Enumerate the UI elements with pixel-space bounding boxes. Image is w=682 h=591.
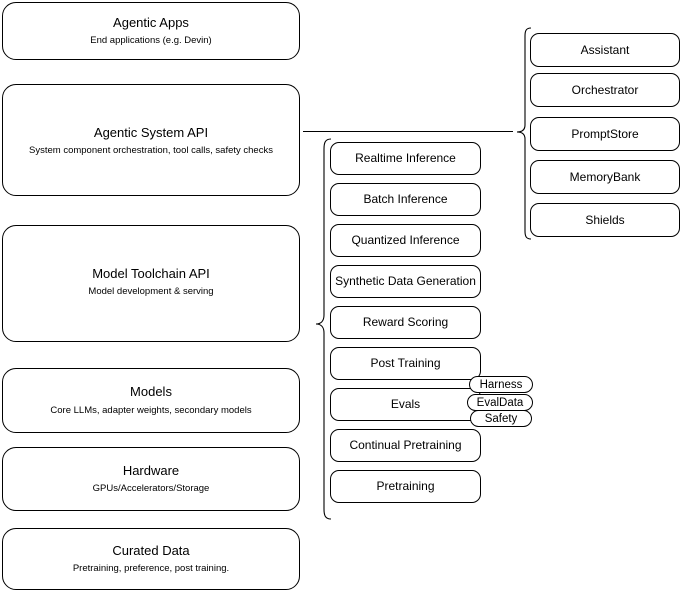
capability-label: Evals — [390, 397, 421, 411]
layer-subtitle: GPUs/Accelerators/Storage — [92, 483, 210, 495]
connector-system-api-to-components — [303, 131, 513, 132]
layer-title: Curated Data — [112, 542, 190, 558]
capability-label: Realtime Inference — [355, 151, 456, 165]
evals-tag-label: Safety — [484, 412, 518, 425]
capability-reward-scoring[interactable]: Reward Scoring — [330, 306, 481, 339]
layer-subtitle: Pretraining, preference, post training. — [72, 563, 230, 575]
evals-tag-harness[interactable]: Harness — [469, 376, 533, 393]
layer-subtitle: Model development & serving — [88, 286, 214, 298]
component-label: Assistant — [580, 42, 630, 57]
evals-tag-label: Harness — [479, 378, 523, 391]
layer-model-toolchain-api[interactable]: Model Toolchain API Model development & … — [2, 225, 300, 342]
component-label: Orchestrator — [571, 82, 639, 97]
component-shields[interactable]: Shields — [530, 203, 680, 237]
layer-curated-data[interactable]: Curated Data Pretraining, preference, po… — [2, 528, 300, 590]
evals-tag-label: EvalData — [476, 396, 524, 409]
layer-subtitle: Core LLMs, adapter weights, secondary mo… — [50, 404, 252, 416]
layer-subtitle: End applications (e.g. Devin) — [90, 35, 212, 47]
brace-system-components — [516, 27, 532, 240]
capability-label: Synthetic Data Generation — [335, 274, 476, 288]
capability-evals[interactable]: Evals — [330, 388, 481, 421]
capability-quantized-inference[interactable]: Quantized Inference — [330, 224, 481, 257]
component-memorybank[interactable]: MemoryBank — [530, 160, 680, 194]
layer-subtitle: System component orchestration, tool cal… — [29, 145, 273, 157]
component-label: MemoryBank — [569, 169, 641, 184]
layer-title: Agentic Apps — [113, 14, 189, 30]
evals-tag-evaldata[interactable]: EvalData — [467, 394, 533, 411]
capability-label: Quantized Inference — [351, 233, 460, 247]
capability-synthetic-data-generation[interactable]: Synthetic Data Generation — [330, 265, 481, 298]
layer-title: Model Toolchain API — [92, 266, 210, 281]
layer-hardware[interactable]: Hardware GPUs/Accelerators/Storage — [2, 447, 300, 511]
component-assistant[interactable]: Assistant — [530, 33, 680, 67]
capability-post-training[interactable]: Post Training — [330, 347, 481, 380]
capability-realtime-inference[interactable]: Realtime Inference — [330, 142, 481, 175]
layer-title: Agentic System API — [93, 125, 209, 140]
component-label: Shields — [585, 212, 625, 227]
capability-batch-inference[interactable]: Batch Inference — [330, 183, 481, 216]
layer-agentic-system-api[interactable]: Agentic System API System component orch… — [2, 84, 300, 196]
capability-label: Pretraining — [376, 479, 435, 493]
component-orchestrator[interactable]: Orchestrator — [530, 73, 680, 107]
brace-toolchain — [315, 138, 332, 520]
capability-pretraining[interactable]: Pretraining — [330, 470, 481, 503]
capability-label: Reward Scoring — [362, 315, 449, 329]
component-label: PromptStore — [571, 126, 639, 141]
layer-title: Models — [130, 384, 172, 400]
component-promptstore[interactable]: PromptStore — [530, 117, 680, 151]
layer-models[interactable]: Models Core LLMs, adapter weights, secon… — [2, 368, 300, 433]
evals-tag-safety[interactable]: Safety — [470, 410, 532, 427]
capability-label: Continual Pretraining — [349, 438, 462, 452]
capability-label: Batch Inference — [363, 192, 448, 206]
capability-label: Post Training — [370, 356, 441, 370]
capability-continual-pretraining[interactable]: Continual Pretraining — [330, 429, 481, 462]
layer-title: Hardware — [122, 462, 180, 478]
layer-agentic-apps[interactable]: Agentic Apps End applications (e.g. Devi… — [2, 2, 300, 60]
